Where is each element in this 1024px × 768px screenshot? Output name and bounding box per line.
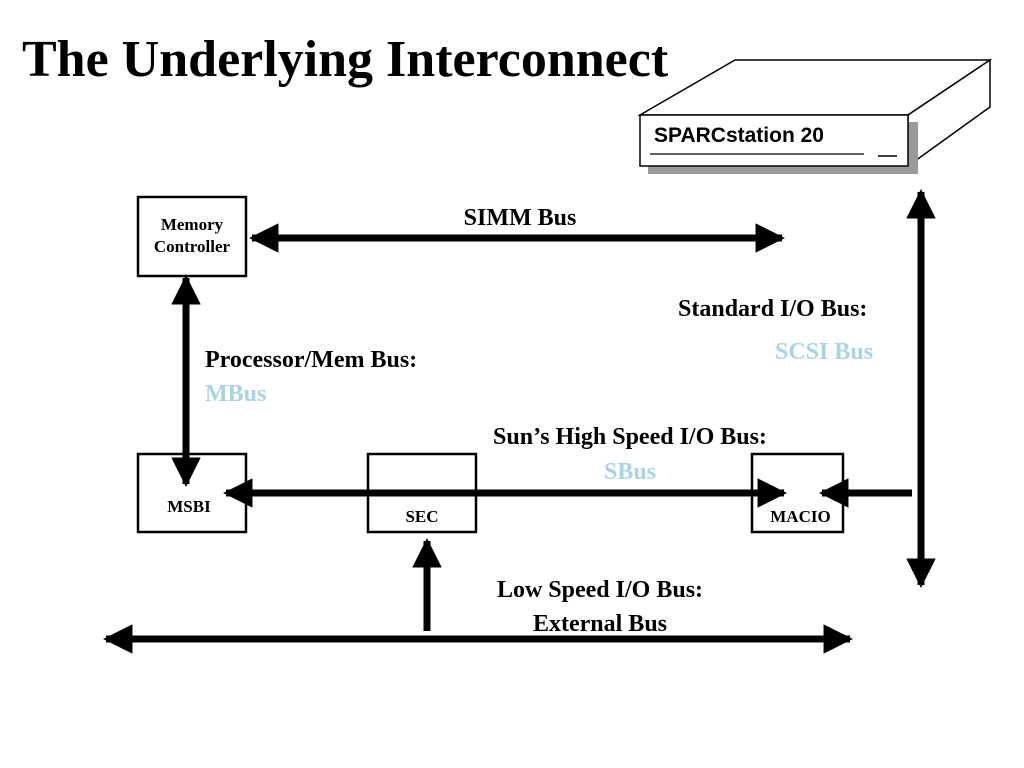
external-bus-label: Low Speed I/O Bus:	[496, 577, 704, 603]
memory-controller-label: Memory Controller	[138, 214, 246, 258]
simm-bus-label: SIMM Bus	[463, 205, 577, 231]
mbus-label: Processor/Mem Bus:	[205, 347, 418, 373]
scsi-bus-label: Standard I/O Bus:	[678, 296, 868, 322]
slide-title: The Underlying Interconnect	[22, 31, 669, 88]
external-bus-name: External Bus	[532, 611, 667, 637]
sbus-label: Sun’s High Speed I/O Bus:	[493, 424, 767, 450]
sbus-name: SBus	[603, 459, 657, 485]
memory-controller-label-line1: Memory	[160, 215, 224, 234]
device-front-panel	[639, 114, 909, 167]
sparcstation-device	[637, 58, 993, 174]
sparcstation-label: SPARCstation 20	[654, 124, 824, 147]
mbus-name: MBus	[205, 381, 267, 407]
msbi-label: MSBI	[167, 497, 211, 516]
scsi-bus-name: SCSI Bus	[775, 339, 874, 365]
macio-label: MACIO	[770, 507, 831, 526]
memory-controller-label-line2: Controller	[153, 237, 231, 257]
sec-label: SEC	[405, 507, 439, 526]
